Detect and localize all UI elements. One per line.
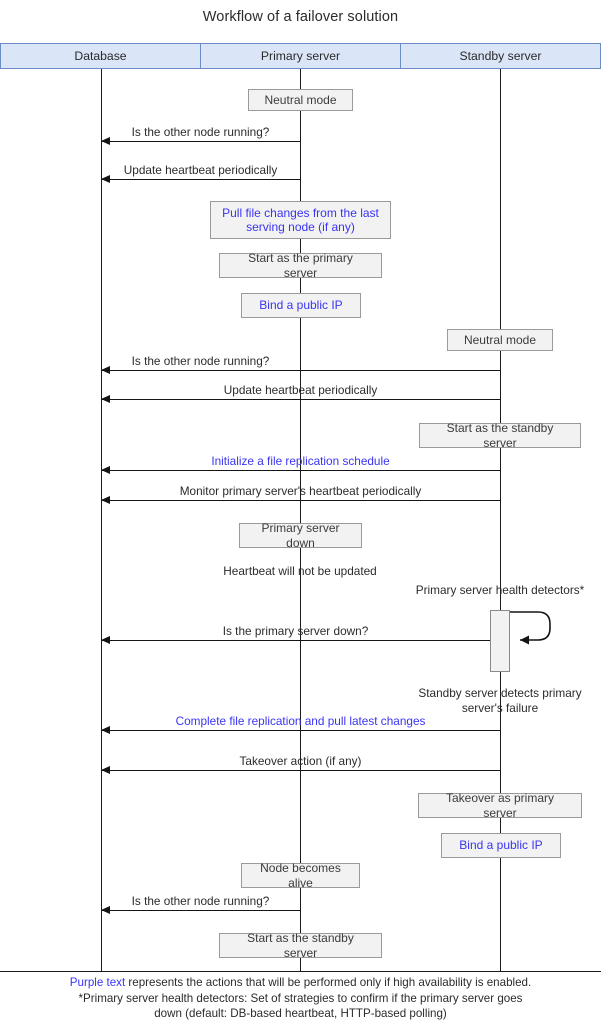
lifeline-primary-server xyxy=(300,69,301,971)
action-box-primary-server-down[interactable]: Primary server down xyxy=(239,521,362,550)
footer-line-1-rest: represents the actions that will be perf… xyxy=(125,976,532,989)
action-box-bind-public-ip-primary[interactable]: Bind a public IP xyxy=(241,293,361,318)
arrowhead-is-primary-server-down xyxy=(101,635,110,644)
arrowhead-update-heartbeat-1 xyxy=(101,174,110,183)
message-label-takeover-action: Takeover action (if any) xyxy=(239,754,362,768)
action-box-pull-file-changes[interactable]: Pull file changes from the last serving … xyxy=(210,201,391,239)
message-label-monitor-primary-heartbeat: Monitor primary server's heartbeat perio… xyxy=(179,484,422,498)
self-loop-arrow-standby[interactable] xyxy=(500,606,560,658)
note-heartbeat-will-not-be-updated: Heartbeat will not be updated xyxy=(223,564,377,578)
message-label-is-other-node-running-2: Is the other node running? xyxy=(131,354,270,368)
message-line-update-heartbeat-2[interactable] xyxy=(101,399,500,400)
footer-purple-text-keyword: Purple text xyxy=(69,976,126,989)
arrowhead-complete-file-replication xyxy=(101,725,110,734)
message-label-is-primary-server-down: Is the primary server down? xyxy=(222,624,369,638)
arrowhead-is-other-node-running-3 xyxy=(101,905,110,914)
message-label-initialize-file-replication: Initialize a file replication schedule xyxy=(211,454,390,468)
footer-legend: Purple text represents the actions that … xyxy=(0,975,601,1021)
message-label-is-other-node-running-1: Is the other node running? xyxy=(131,125,270,139)
arrowhead-is-other-node-running-1 xyxy=(101,136,110,145)
message-line-is-primary-server-down[interactable] xyxy=(101,640,490,641)
action-box-start-as-primary-server[interactable]: Start as the primary server xyxy=(219,251,382,280)
lifeline-standby-server xyxy=(500,69,501,971)
page-title: Workflow of a failover solution xyxy=(202,9,399,25)
participant-standby-server[interactable]: Standby server xyxy=(400,43,601,69)
participant-header-band: Database Primary server Standby server xyxy=(0,43,601,69)
message-line-is-other-node-running-2[interactable] xyxy=(101,370,500,371)
arrowhead-initialize-file-replication xyxy=(101,465,110,474)
action-box-node-becomes-alive[interactable]: Node becomes alive xyxy=(241,861,360,890)
arrowhead-is-other-node-running-2 xyxy=(101,365,110,374)
message-label-complete-file-replication: Complete file replication and pull lates… xyxy=(175,714,426,728)
message-line-initialize-file-replication[interactable] xyxy=(101,470,500,471)
note-standby-detects-primary-failure: Standby server detects primary server's … xyxy=(418,686,582,715)
action-box-neutral-mode-primary[interactable]: Neutral mode xyxy=(248,89,353,111)
message-line-takeover-action[interactable] xyxy=(101,770,500,771)
arrowhead-update-heartbeat-2 xyxy=(101,394,110,403)
lifeline-database xyxy=(101,69,102,971)
footer-line-3: down (default: DB-based heartbeat, HTTP-… xyxy=(154,1007,447,1020)
action-box-neutral-mode-standby[interactable]: Neutral mode xyxy=(447,329,553,351)
activation-bar-standby-server[interactable] xyxy=(490,610,510,672)
action-box-takeover-as-primary-server[interactable]: Takeover as primary server xyxy=(418,791,582,820)
action-box-start-as-standby-server-1[interactable]: Start as the standby server xyxy=(419,421,581,450)
footer-divider xyxy=(0,971,601,972)
participant-primary-server[interactable]: Primary server xyxy=(200,43,400,69)
action-box-bind-public-ip-standby[interactable]: Bind a public IP xyxy=(441,833,561,858)
arrowhead-takeover-action xyxy=(101,765,110,774)
footer-line-2: *Primary server health detectors: Set of… xyxy=(78,991,523,1005)
note-primary-server-health-detectors: Primary server health detectors* xyxy=(415,583,585,597)
action-box-start-as-standby-server-2[interactable]: Start as the standby server xyxy=(219,931,382,960)
message-label-update-heartbeat-2: Update heartbeat periodically xyxy=(223,383,378,397)
message-line-complete-file-replication[interactable] xyxy=(101,730,500,731)
message-line-update-heartbeat-1[interactable] xyxy=(101,179,300,180)
message-line-is-other-node-running-3[interactable] xyxy=(101,910,300,911)
message-line-is-other-node-running-1[interactable] xyxy=(101,141,300,142)
message-label-is-other-node-running-3: Is the other node running? xyxy=(131,894,270,908)
message-line-monitor-primary-heartbeat[interactable] xyxy=(101,500,500,501)
message-label-update-heartbeat-1: Update heartbeat periodically xyxy=(123,163,278,177)
footer-line-1: Purple text represents the actions that … xyxy=(0,975,601,991)
participant-database[interactable]: Database xyxy=(0,43,200,69)
arrowhead-monitor-primary-heartbeat xyxy=(101,495,110,504)
